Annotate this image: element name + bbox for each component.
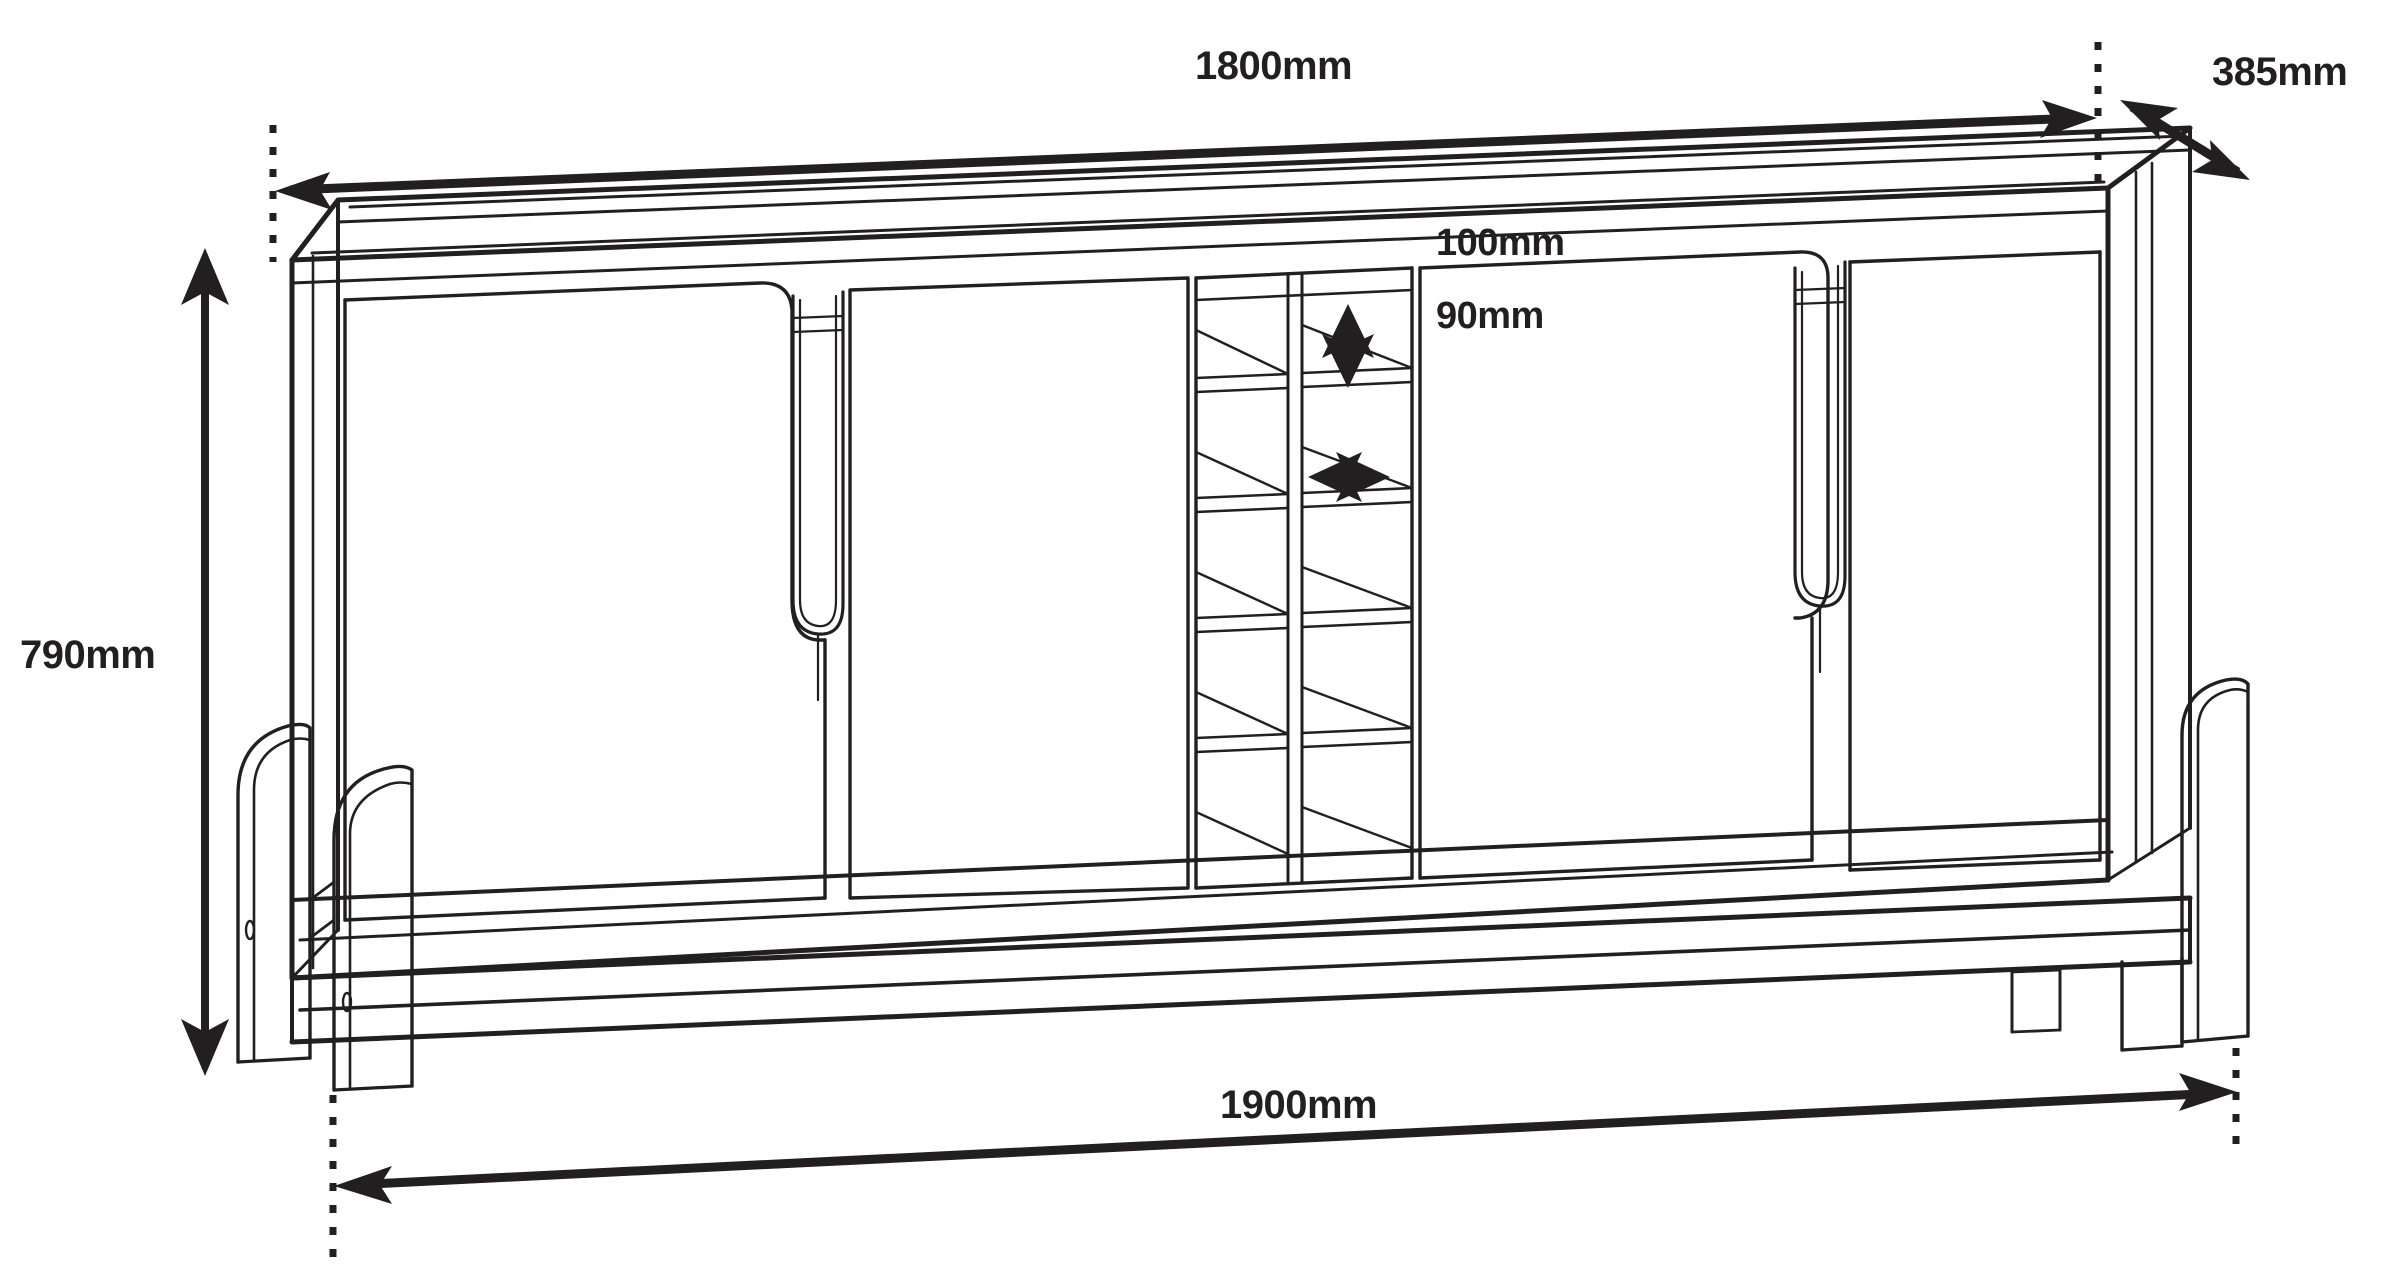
leg-front-left [308, 764, 414, 1092]
leg-back-right [2180, 677, 2250, 1044]
cabinet-right-side-panel [2105, 126, 2192, 883]
dimension-label-shelf-height: 100mm [1436, 222, 1565, 264]
dimension-arrow-shelf-width [1308, 452, 1390, 502]
cabinet-bottom-rail [289, 818, 2114, 981]
handle-groove-right [1793, 260, 1847, 674]
dimension-arrow-height [181, 248, 229, 1076]
dimension-label-width-top: 1800mm [1195, 44, 1353, 88]
cabinet-top-inner-edge [290, 209, 2110, 285]
door-right-inner [1418, 250, 1830, 880]
dimension-arrow-width-bottom [334, 1073, 2237, 1204]
leg-center-rear [2010, 968, 2062, 1034]
dimension-arrow-width-top [275, 100, 2097, 210]
dimension-arrow-shelf-height [1322, 304, 1374, 388]
dimension-label-depth: 385mm [2212, 50, 2348, 94]
extension-lines [269, 42, 2240, 1258]
door-left-outer [343, 281, 827, 922]
dimension-arrow-depth [2120, 100, 2250, 180]
dimension-label-width-bottom: 1900mm [1220, 1083, 1378, 1127]
door-right-outer [1848, 250, 2102, 872]
dimension-label-shelf-width: 90mm [1436, 295, 1544, 337]
handle-groove-left [791, 290, 845, 702]
door-left-inner [848, 276, 1190, 900]
leg-back-left [236, 722, 312, 1064]
base-plinth [289, 895, 2193, 1045]
dimension-label-height: 790mm [20, 633, 156, 677]
leg-front-right [2120, 956, 2184, 1052]
cabinet-left-side-panel [289, 198, 340, 981]
open-shelving-section [1194, 266, 1414, 890]
